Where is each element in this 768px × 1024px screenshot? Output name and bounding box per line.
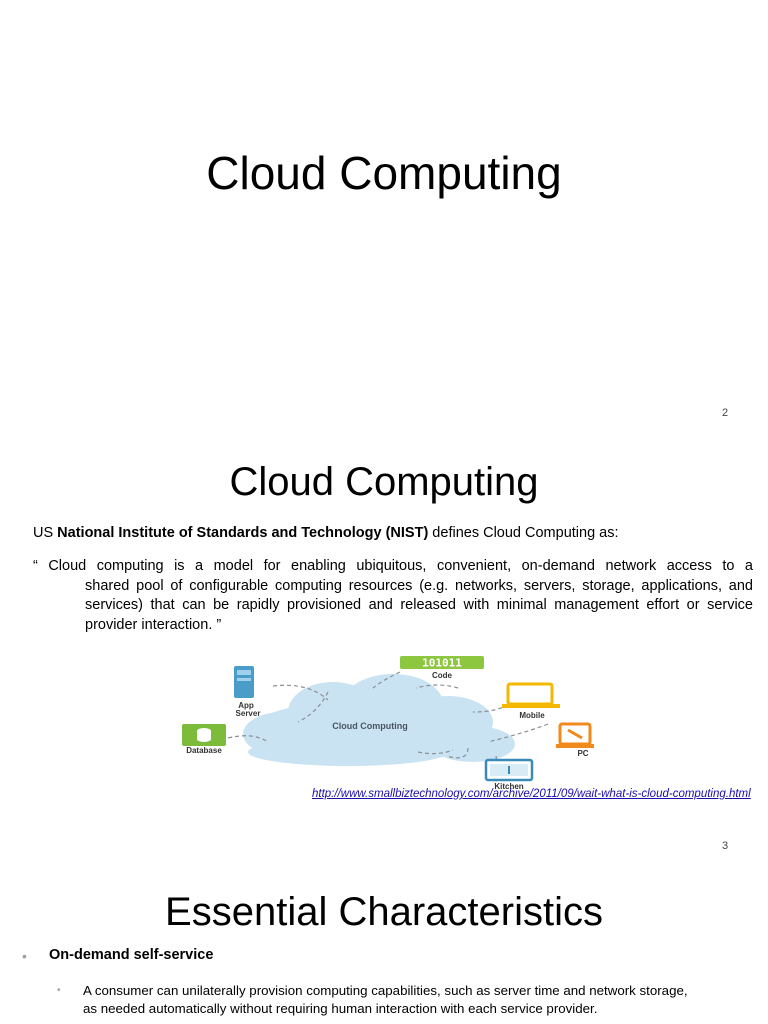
dashed-arrows [227, 671, 549, 771]
database-label: Database [186, 746, 222, 755]
pc-node: PC [556, 722, 594, 758]
code-node: 101011 Code [400, 656, 484, 680]
code-badge-text: 101011 [422, 657, 462, 670]
mobile-label: Mobile [519, 711, 545, 720]
nist-intro-suffix: defines Cloud Computing as: [428, 525, 619, 541]
app-server-label-2: Server [236, 709, 261, 718]
pc-label: PC [577, 749, 588, 758]
database-node: Database [182, 724, 226, 755]
nist-definition-quote: “ Cloud computing is a model for enablin… [33, 557, 753, 635]
mobile-node: Mobile [502, 682, 560, 720]
quote-first-line: “ Cloud computing is a model for enablin… [33, 558, 753, 574]
sub-bullet-line-2: as needed automatically without requirin… [83, 1001, 598, 1016]
cloud-center-label: Cloud Computing [332, 721, 407, 731]
app-server-node: App Server [234, 666, 260, 718]
slide-3-title: Essential Characteristics [165, 890, 603, 934]
bullet-dot: • [22, 948, 27, 964]
bullet-on-demand-self-service: On-demand self-service [49, 947, 214, 963]
slide-2-page-number: 3 [722, 840, 729, 852]
code-label: Code [432, 671, 453, 680]
cloud-shape [243, 674, 515, 766]
app-server-label-1: App [238, 701, 254, 710]
nist-name: National Institute of Standards and Tech… [57, 525, 429, 541]
kitchen-node: Kitchen [484, 758, 534, 791]
nist-intro: US National Institute of Standards and T… [33, 524, 619, 543]
slide-2-title: Cloud Computing [229, 460, 539, 504]
slide-1-title: Cloud Computing [206, 147, 562, 199]
slide-1-page-number: 2 [722, 407, 729, 419]
quote-rest: shared pool of configurable computing re… [85, 577, 753, 633]
sub-bullet-line-1: A consumer can unilaterally provision co… [83, 983, 688, 998]
nist-intro-prefix: US [33, 525, 58, 541]
sub-bullet-dot: • [57, 985, 61, 996]
cloud-computing-diagram: Cloud Computing 101011 Code App Ser [182, 656, 594, 791]
kitchen-label: Kitchen [494, 782, 523, 791]
source-link[interactable]: http://www.smallbiztechnology.com/archiv… [312, 788, 751, 800]
